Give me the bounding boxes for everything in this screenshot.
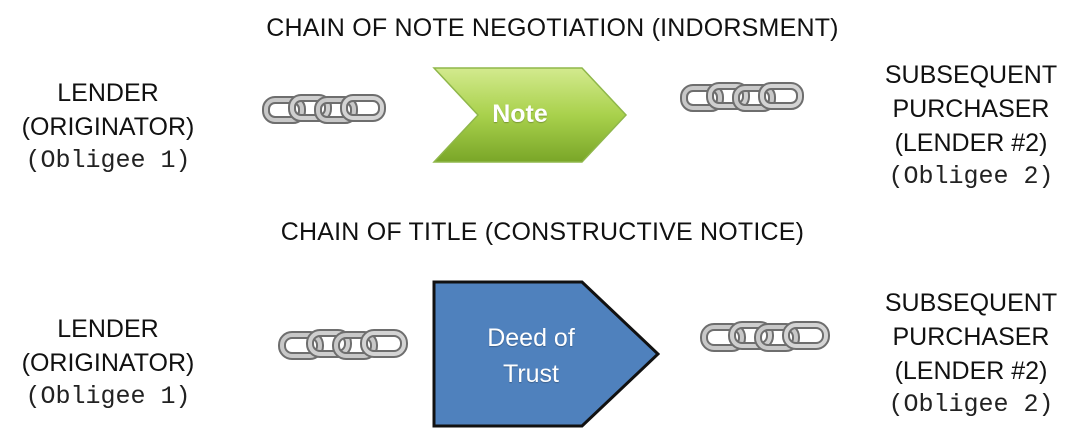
party-role: PURCHASER [892,95,1050,123]
party-role: (ORIGINATOR) [21,349,195,377]
party-obligee: (Obligee 2) [888,390,1054,419]
party-name: LENDER [57,79,159,107]
party-name: SUBSEQUENT [884,61,1058,89]
originator-lender-label-bottom: LENDER (ORIGINATOR) (Obligee 1) [8,312,208,414]
deed-of-trust-pentagon [432,280,660,428]
deed-label-line2: Trust [502,360,560,388]
originator-lender-label-top: LENDER (ORIGINATOR) (Obligee 1) [8,76,208,178]
note-chain-title: CHAIN OF NOTE NEGOTIATION (INDORSMENT) [266,14,839,42]
deed-of-trust-label: Deed of Trust [446,320,616,392]
chain-link-icon [278,329,408,360]
party-lender-number: (LENDER #2) [894,129,1048,157]
party-obligee: (Obligee 1) [25,382,191,411]
deed-label-line1: Deed of [487,324,575,352]
party-lender-number: (LENDER #2) [894,357,1048,385]
chain-link-icon [680,82,804,112]
party-role: (ORIGINATOR) [21,113,195,141]
note-chevron [432,67,628,163]
title-chain-title: CHAIN OF TITLE (CONSTRUCTIVE NOTICE) [280,218,805,246]
party-obligee: (Obligee 1) [25,146,191,175]
party-obligee: (Obligee 2) [888,162,1054,191]
chain-link-icon [700,321,830,352]
subsequent-purchaser-label-top: SUBSEQUENT PURCHASER (LENDER #2) (Oblige… [866,58,1076,194]
note-label: Note [492,100,548,128]
chain-link-icon [262,94,386,124]
party-role: PURCHASER [892,323,1050,351]
party-name: SUBSEQUENT [884,289,1058,317]
subsequent-purchaser-label-bottom: SUBSEQUENT PURCHASER (LENDER #2) (Oblige… [866,286,1076,422]
party-name: LENDER [57,315,159,343]
